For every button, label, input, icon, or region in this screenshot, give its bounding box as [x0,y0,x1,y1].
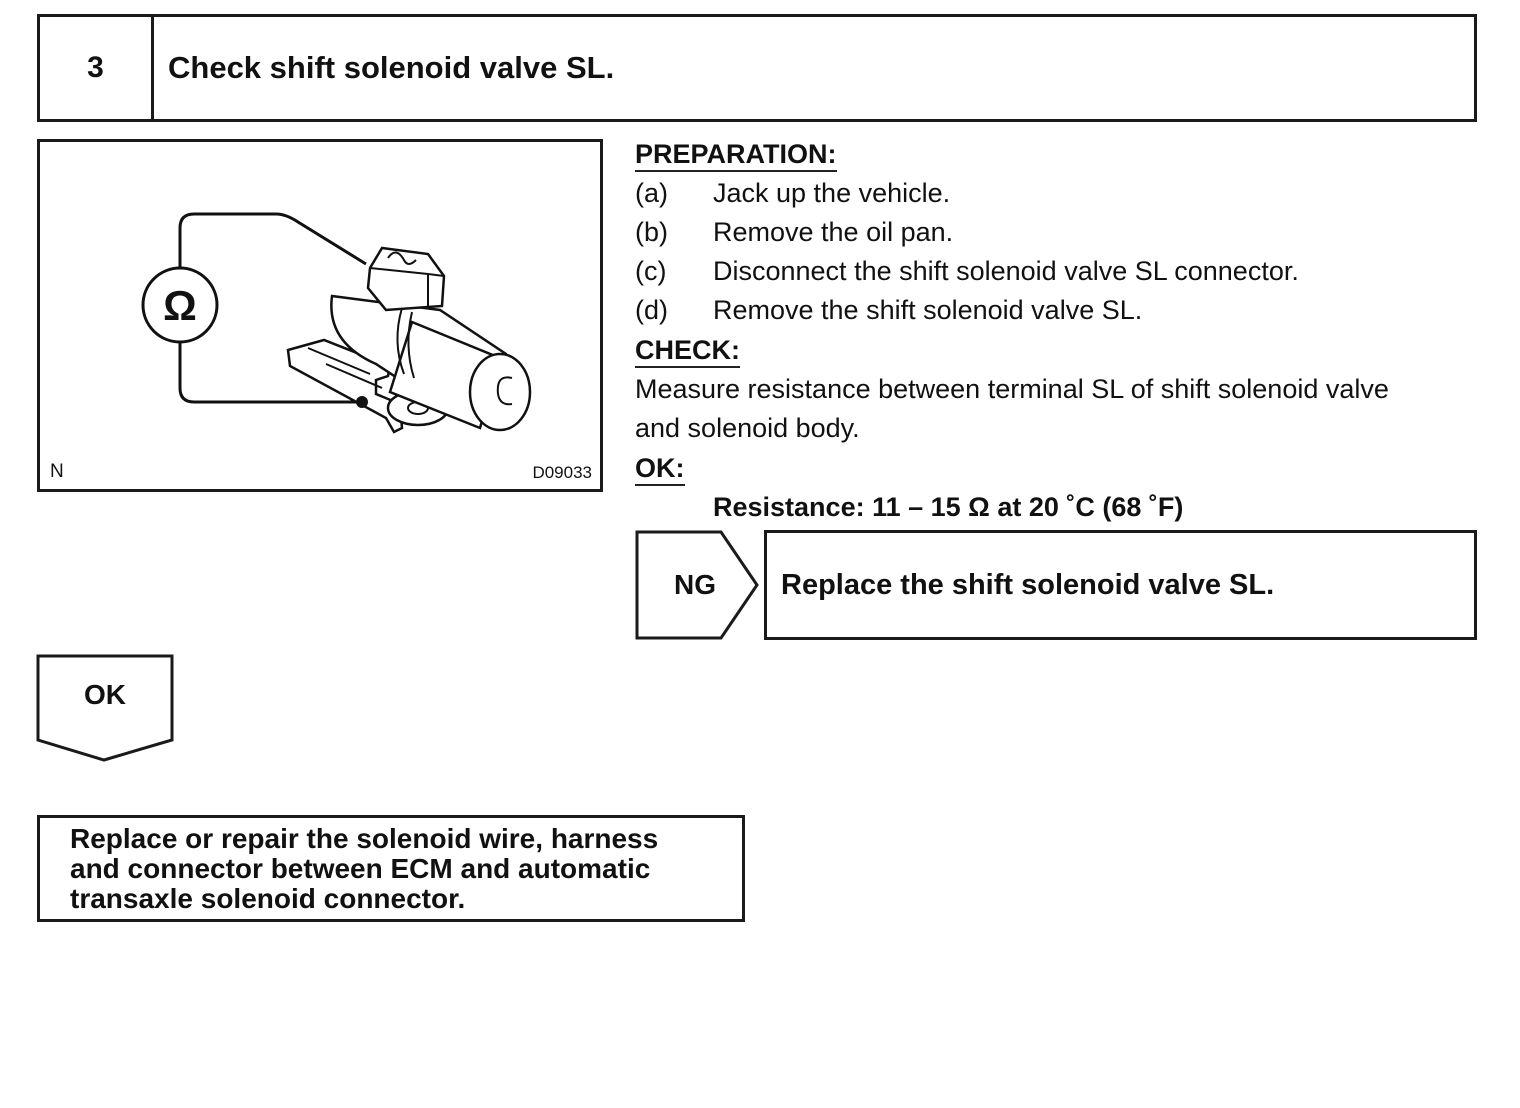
check-heading: CHECK: [635,334,740,368]
ok-action-line: transaxle solenoid connector. [70,883,466,914]
step-header: 3 Check shift solenoid valve SL. [37,14,1477,122]
preparation-heading: PREPARATION: [635,138,837,172]
svg-text:Ω: Ω [163,282,197,329]
step-number: 3 [40,17,154,119]
ok-heading: OK: [635,452,685,486]
ok-label: OK [84,679,126,710]
instructions: PREPARATION: (a) Jack up the vehicle. (b… [635,134,1495,527]
list-item: (d) Remove the shift solenoid valve SL. [635,295,1143,325]
ok-arrow-icon [36,654,174,762]
figure-corner-letter: N [50,461,64,482]
ng-arrow-icon [635,530,759,640]
list-item: (b) Remove the oil pan. [635,217,954,247]
ng-action-text: Replace the shift solenoid valve SL. [781,568,1275,601]
figure-box: Ω N D09033 [37,139,603,492]
ng-label: NG [674,569,716,600]
ng-action-box: Replace the shift solenoid valve SL. [764,530,1477,640]
ok-action-line: and connector between ECM and automatic [70,853,651,884]
list-item: (c) Disconnect the shift solenoid valve … [635,256,1299,286]
check-text-line-2: and solenoid body. [635,413,860,443]
check-text-line-1: Measure resistance between terminal SL o… [635,374,1389,404]
step-title: Check shift solenoid valve SL. [168,50,615,85]
list-item: (a) Jack up the vehicle. [635,178,951,208]
ok-action-line: Replace or repair the solenoid wire, har… [70,823,659,854]
resistance-spec: Resistance: 11 – 15 Ω at 20 ˚C (68 ˚F) [713,492,1184,522]
ok-action-box: Replace or repair the solenoid wire, har… [37,815,745,922]
ohmmeter-icon: Ω [141,266,219,344]
solenoid-valve-illustration: Ω [141,212,532,434]
figure-code: D09033 [532,463,592,482]
